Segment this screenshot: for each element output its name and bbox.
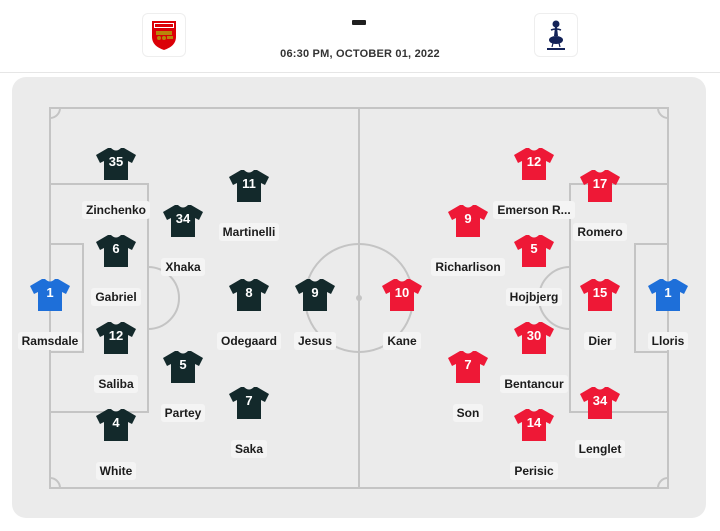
- shirt-icon: 12: [513, 147, 555, 181]
- shirt-icon: 14: [513, 408, 555, 442]
- kickoff-time: 06:30 PM, OCTOBER 01, 2022: [280, 48, 440, 60]
- player-name: Saka: [230, 440, 268, 458]
- shirt-number: 34: [175, 211, 191, 226]
- player-name: Richarlison: [431, 258, 505, 276]
- home-team-badge[interactable]: [142, 13, 186, 57]
- shirt-number: 30: [526, 328, 542, 343]
- player-name: Hojbjerg: [505, 288, 563, 306]
- player-name: Saliba: [94, 375, 138, 393]
- shirt-icon: 4: [95, 408, 137, 442]
- player-name: Ramsdale: [17, 332, 83, 350]
- match-header: 06:30 PM, OCTOBER 01, 2022: [0, 0, 720, 73]
- score-separator: [352, 20, 366, 25]
- shirt-icon: 17: [579, 169, 621, 203]
- shirt-icon: 6: [95, 234, 137, 268]
- shirt-number: 35: [108, 154, 124, 169]
- shirt-icon: 15: [579, 278, 621, 312]
- shirt-number: 34: [592, 393, 608, 408]
- shirt-icon: 9: [294, 278, 336, 312]
- shirt-icon: 34: [162, 204, 204, 238]
- shirt-number: 9: [311, 285, 319, 300]
- player-name: Lenglet: [574, 440, 626, 458]
- player-name: Martinelli: [218, 223, 280, 241]
- player-name: Bentancur: [500, 375, 568, 393]
- player-name: Lloris: [647, 332, 689, 350]
- shirt-number: 11: [242, 176, 256, 191]
- player-name: Xhaka: [161, 258, 205, 276]
- tottenham-crest-icon: [547, 20, 565, 50]
- shirt-number: 5: [530, 241, 538, 256]
- shirt-icon: 5: [513, 234, 555, 268]
- shirt-icon: 1: [647, 278, 689, 312]
- player-name: Kane: [383, 332, 421, 350]
- shirt-icon: 11: [228, 169, 270, 203]
- shirt-number: 17: [592, 176, 608, 191]
- player-name: Gabriel: [91, 288, 141, 306]
- player-name: Emerson R...: [493, 201, 575, 219]
- player-name: White: [95, 462, 137, 480]
- shirt-number: 6: [112, 241, 120, 256]
- shirt-number: 14: [526, 415, 542, 430]
- player-name: Dier: [584, 332, 616, 350]
- shirt-number: 1: [664, 285, 672, 300]
- shirt-icon: 7: [447, 350, 489, 384]
- shirt-icon: 34: [579, 386, 621, 420]
- shirt-number: 12: [108, 328, 124, 343]
- shirt-icon: 12: [95, 321, 137, 355]
- shirt-number: 7: [245, 393, 253, 408]
- player-name: Perisic: [510, 462, 558, 480]
- shirt-icon: 7: [228, 386, 270, 420]
- player-name: Odegaard: [216, 332, 281, 350]
- player-name: Partey: [160, 404, 206, 422]
- shirt-number: 15: [592, 285, 608, 300]
- arsenal-crest-icon: [152, 21, 176, 50]
- player-name: Zinchenko: [81, 201, 150, 219]
- shirt-number: 8: [245, 285, 253, 300]
- shirt-icon: 10: [381, 278, 423, 312]
- shirt-number: 5: [179, 357, 187, 372]
- shirt-number: 4: [112, 415, 120, 430]
- shirt-icon: 35: [95, 147, 137, 181]
- shirt-number: 12: [526, 154, 542, 169]
- shirt-icon: 1: [29, 278, 71, 312]
- away-team-badge[interactable]: [534, 13, 578, 57]
- shirt-icon: 8: [228, 278, 270, 312]
- shirt-number: 10: [394, 285, 410, 300]
- player-name: Jesus: [293, 332, 337, 350]
- shirt-number: 7: [464, 357, 472, 372]
- shirt-icon: 5: [162, 350, 204, 384]
- shirt-icon: 30: [513, 321, 555, 355]
- player-name: Romero: [573, 223, 627, 241]
- shirt-number: 9: [464, 211, 472, 226]
- shirt-icon: 9: [447, 204, 489, 238]
- shirt-number: 1: [46, 285, 54, 300]
- player-name: Son: [452, 404, 484, 422]
